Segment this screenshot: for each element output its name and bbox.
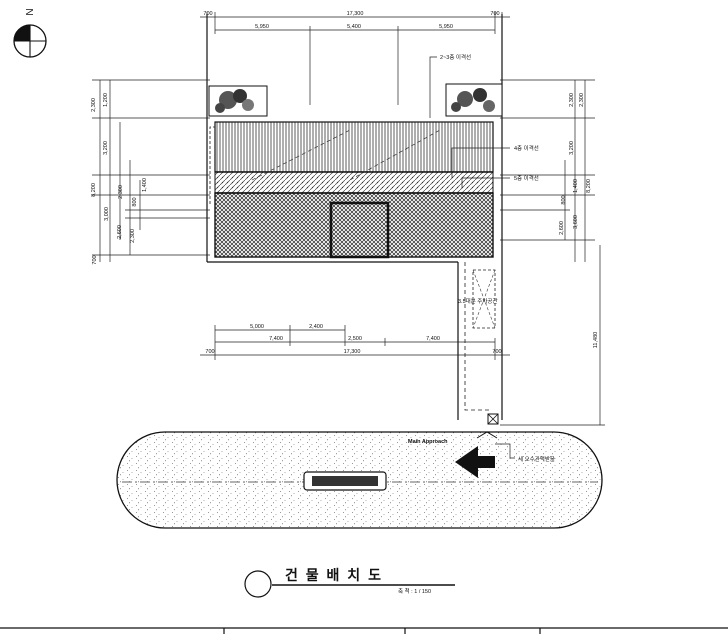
dim-bottom-seg-d: 2,500 [348,336,362,342]
dim-top-left-margin: 700 [203,11,212,17]
dim-right-seg-5: 3,600 [573,215,579,229]
dim-bottom-right-margin: 700 [492,349,501,355]
setback-4-leader [451,147,510,178]
setback-5-leader [461,177,510,188]
dim-right-seg-2: 2,300 [569,93,575,107]
dim-right-seg-7: 800 [561,195,567,204]
dim-right-seg-4: 1,400 [573,179,579,193]
dim-left-seg-1: 2,300 [91,98,97,112]
dim-right-seg-3: 3,200 [569,141,575,155]
dim-bottom-total: 17,300 [344,349,361,355]
dim-left-seg-6: 3,000 [104,207,110,221]
top-dimension-lines [200,12,510,105]
planter-right [445,83,503,117]
water-meter-leader [495,443,515,459]
north-arrow-icon: N [13,8,47,58]
dim-left-seg-2: 1,200 [103,93,109,107]
drawing-title: 건 물 배 치 도 [285,567,383,583]
dim-right-seg-1: 2,300 [579,93,585,107]
lot-boundary [206,14,503,420]
dim-top-seg-3: 5,950 [439,24,453,30]
dim-left-seg-10: 700 [92,255,98,264]
dim-top-seg-1: 5,950 [255,24,269,30]
note-setback-23: 2~3층 이격선 [440,53,471,61]
note-setback-5: 5층 이격선 [514,174,539,182]
dim-top-right-margin: 700 [490,11,499,17]
note-main-approach: Main Approach [408,439,448,445]
dim-left-seg-7: 2,600 [117,225,123,239]
parking-space [472,269,496,329]
dim-right-total: 8,200 [586,179,592,193]
drainage-line [464,262,492,411]
dim-top-total: 17,300 [347,11,364,17]
dim-bottom-seg-e: 7,400 [426,336,440,342]
dim-bottom-seg-b: 2,400 [309,324,323,330]
dim-left-seg-9: 800 [132,197,138,206]
north-label: N [25,8,36,15]
bottom-dimension-lines [200,325,510,360]
setback-23-leader [429,56,437,118]
right-dimension-lines [500,79,605,426]
dim-left-seg-4: 1,400 [142,178,148,192]
dim-right-seg-6: 2,600 [559,221,565,235]
dim-bottom-seg-a: 5,000 [250,324,264,330]
dim-left-seg-3: 3,200 [103,141,109,155]
dim-bottom-seg-c: 7,400 [269,336,283,342]
left-dimension-lines [92,79,210,262]
dim-left-seg-5: 2,300 [118,185,124,199]
note-setback-4: 4층 이격선 [514,144,539,152]
road [116,431,603,529]
dim-left-seg-8: 2,300 [130,229,136,243]
note-parking: 3.5대분 주차공간 [458,297,498,305]
dim-right-long: 11,480 [593,332,599,348]
drawing-scale: 축 척 : 1 / 150 [398,587,431,595]
main-approach-arrow-icon [455,431,498,478]
sheet-border [0,627,728,634]
planter-left [208,85,268,117]
building-footprint [209,121,494,259]
title-circle-icon [244,570,272,598]
note-water-meter: 세 오수관맥받음 [518,455,555,463]
dim-left-total: 8,200 [91,183,97,197]
dim-bottom-left-margin: 700 [205,349,214,355]
dim-top-seg-2: 5,400 [347,24,361,30]
